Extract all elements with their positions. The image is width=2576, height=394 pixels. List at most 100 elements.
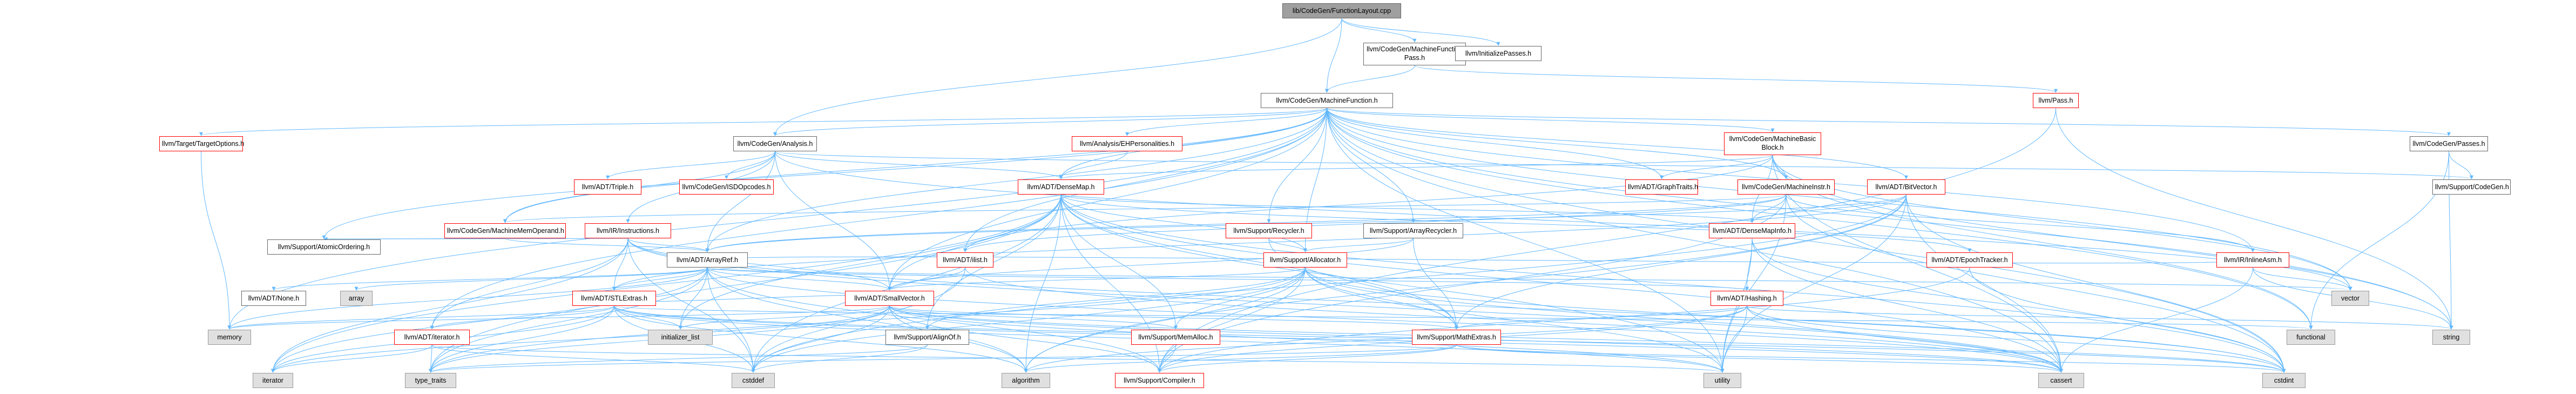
graph-node[interactable]: llvm/CodeGen/MachineInstr.h	[1737, 179, 1835, 195]
graph-node[interactable]: llvm/CodeGen/MachineMemOperand.h	[444, 223, 566, 238]
graph-node[interactable]: llvm/Support/ArrayRecycler.h	[1363, 223, 1463, 238]
graph-node[interactable]: llvm/Target/TargetOptions.h	[159, 136, 244, 151]
edge-n12-n47	[1060, 194, 1725, 373]
edge-n31-n47	[889, 305, 1725, 373]
graph-node[interactable]: llvm/ADT/DenseMapInfo.h	[1709, 223, 1795, 238]
edge-n3-n48	[1327, 108, 2063, 373]
edge-n0-n6	[773, 18, 1342, 136]
edge-n3-n15	[1327, 108, 1908, 179]
edge-n5-n34	[201, 151, 232, 330]
edge-n23-n48	[707, 267, 2063, 373]
graph-node[interactable]: llvm/ADT/GraphTraits.h	[1625, 179, 1698, 195]
edge-n30-n48	[614, 305, 2063, 373]
graph-node[interactable]: llvm/Support/AlignOf.h	[885, 330, 969, 345]
edge-n12-n26	[1060, 194, 1972, 252]
edge-n12-n35	[678, 194, 1061, 330]
edge-n27-n48	[2059, 267, 2253, 373]
edge-n3-n47	[1327, 108, 1725, 373]
graph-node[interactable]: llvm/ADT/EpochTracker.h	[1926, 252, 2013, 268]
graph-node[interactable]: llvm/ADT/ilist.h	[937, 252, 993, 268]
edge-n41-n47	[431, 344, 1724, 373]
graph-node[interactable]: array	[340, 291, 373, 306]
graph-node[interactable]: llvm/CodeGen/ISDOpcodes.h	[679, 179, 774, 195]
graph-node[interactable]: llvm/CodeGen/MachineBasic Block.h	[1724, 132, 1821, 155]
graph-node[interactable]: cstddef	[732, 373, 775, 388]
edge-n36-n43	[429, 344, 928, 373]
graph-node[interactable]: llvm/Support/AtomicOrdering.h	[267, 239, 381, 255]
graph-node[interactable]: llvm/InitializePasses.h	[1455, 46, 1541, 61]
graph-node[interactable]: functional	[2287, 330, 2335, 345]
graph-node[interactable]: llvm/CodeGen/MachineFunction Pass.h	[1363, 43, 1466, 65]
edge-n3-n5	[199, 108, 1327, 136]
graph-node[interactable]: llvm/ADT/ArrayRef.h	[667, 252, 748, 268]
graph-node[interactable]: llvm/ADT/Triple.h	[574, 179, 641, 195]
graph-node[interactable]: llvm/Pass.h	[2033, 93, 2079, 108]
edge-n32-n45	[1024, 305, 1747, 373]
edge-n3-n20	[1327, 108, 1415, 223]
graph-node[interactable]: type_traits	[405, 373, 456, 388]
edge-n8-n48	[1772, 155, 2063, 373]
edge-n31-n46	[889, 305, 1161, 373]
graph-node[interactable]: llvm/CodeGen/MachineFunction.h	[1261, 93, 1393, 108]
graph-node[interactable]: cstdint	[2262, 373, 2305, 388]
graph-node[interactable]: initializer_list	[648, 330, 713, 345]
edge-n12-n44	[751, 194, 1061, 373]
graph-node[interactable]: llvm/CodeGen/Passes.h	[2410, 136, 2488, 151]
edge-n1-n3	[1325, 65, 1415, 93]
edge-n0-n3	[1325, 18, 1342, 93]
edge-n9-n16	[2449, 151, 2473, 179]
graph-node[interactable]: llvm/ADT/iterator.h	[394, 330, 470, 345]
graph-node[interactable]: llvm/Support/Recycler.h	[1226, 223, 1312, 238]
edge-n18-n22	[323, 237, 628, 241]
graph-node[interactable]: llvm/ADT/BitVector.h	[1867, 179, 1945, 195]
graph-node[interactable]: llvm/Analysis/EHPersonalities.h	[1072, 136, 1182, 151]
edge-n3-n34	[227, 108, 1327, 330]
graph-node[interactable]: llvm/Support/MathExtras.h	[1412, 330, 1501, 345]
edge-n25-n37	[1174, 267, 1306, 330]
graph-node[interactable]: utility	[1703, 373, 1741, 388]
graph-node[interactable]: lib/CodeGen/FunctionLayout.cpp	[1282, 3, 1401, 18]
graph-node[interactable]: llvm/Support/CodeGen.h	[2432, 179, 2511, 195]
edge-n24-n44	[751, 267, 965, 373]
edge-n30-n39	[614, 305, 2313, 330]
edge-n3-n23	[705, 108, 1327, 252]
graph-node[interactable]: llvm/ADT/STLExtras.h	[572, 291, 656, 306]
graph-node[interactable]: memory	[208, 330, 251, 345]
graph-node[interactable]: algorithm	[1002, 373, 1050, 388]
edge-n12-n36	[925, 194, 1061, 330]
graph-node[interactable]: llvm/Support/MemAlloc.h	[1131, 330, 1220, 345]
edge-n31-n34	[227, 305, 890, 330]
graph-node[interactable]: llvm/ADT/None.h	[241, 291, 306, 306]
edge-n6-n23	[705, 151, 775, 252]
graph-node[interactable]: iterator	[253, 373, 293, 388]
edge-n38-n46	[1158, 344, 1457, 373]
edge-n25-n38	[1305, 267, 1458, 330]
graph-node[interactable]: cassert	[2038, 373, 2084, 388]
edge-n31-n44	[751, 305, 890, 373]
graph-node[interactable]: llvm/IR/Instructions.h	[585, 223, 671, 238]
graph-node[interactable]: llvm/IR/InlineAsm.h	[2216, 252, 2289, 268]
graph-node[interactable]: llvm/CodeGen/Analysis.h	[733, 136, 817, 151]
graph-node[interactable]: vector	[2331, 291, 2369, 306]
edge-n6-n11	[725, 151, 775, 179]
graph-node[interactable]: llvm/ADT/DenseMap.h	[1018, 179, 1104, 195]
edge-n30-n41	[430, 305, 614, 330]
graph-node[interactable]: llvm/Support/Allocator.h	[1263, 252, 1347, 268]
edge-n27-n33	[2253, 267, 2352, 291]
graph-node[interactable]: string	[2432, 330, 2470, 345]
graph-node[interactable]: llvm/ADT/SmallVector.h	[845, 291, 934, 306]
edge-n32-n48	[1747, 305, 2063, 373]
edge-n23-n46	[707, 267, 1161, 373]
edge-n23-n34	[227, 267, 708, 330]
edge-n23-n28	[272, 267, 708, 291]
edge-n25-n43	[429, 267, 1306, 373]
graph-node[interactable]: llvm/Support/Compiler.h	[1115, 373, 1204, 388]
edge-n12-n37	[1060, 194, 1178, 330]
edge-n24-n31	[888, 267, 965, 291]
edge-n32-n49	[1747, 305, 2286, 373]
graph-node[interactable]: llvm/ADT/Hashing.h	[1710, 291, 1783, 306]
edge-n30-n45	[614, 305, 1028, 373]
edge-n31-n37	[889, 305, 1178, 330]
edge-n25-n45	[1024, 267, 1306, 373]
edge-n30-n34	[227, 305, 614, 330]
